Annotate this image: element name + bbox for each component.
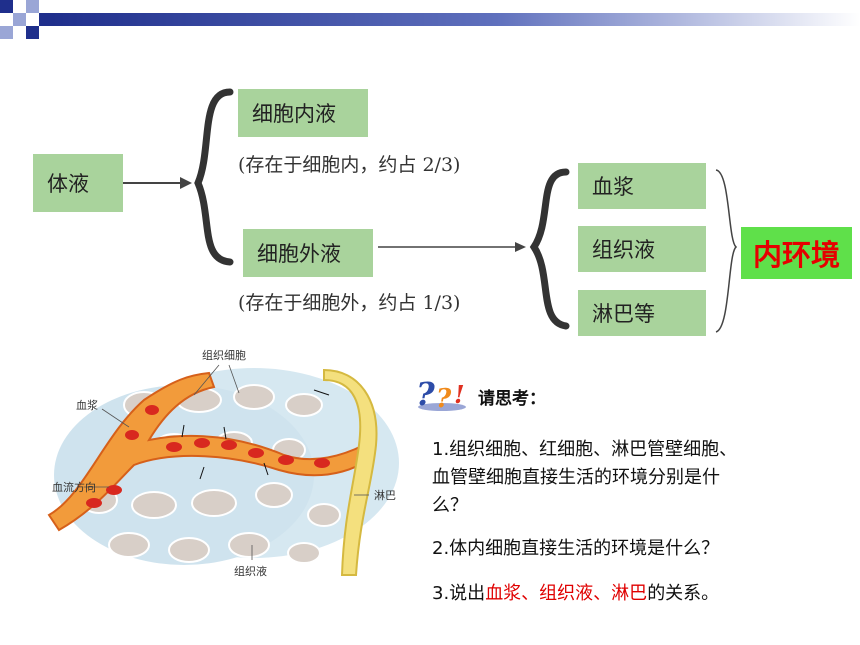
header-bar (0, 0, 860, 39)
intracellular-note: (存在于细胞内，约占 2/3) (238, 154, 461, 176)
plasma-box: 血浆 (578, 163, 706, 209)
tissue-illustration: 组织细胞 血浆 血流方向 淋巴 组织液 (24, 345, 409, 585)
question-3-highlight: 血浆、组织液、淋巴 (485, 583, 648, 604)
label-plasma: 血浆 (76, 398, 98, 412)
question-3-prefix: 3.说出 (432, 583, 486, 604)
svg-text:?: ? (416, 375, 435, 413)
fluid-diagram-lines (122, 88, 738, 333)
tissue-fluid-box: 组织液 (578, 226, 706, 272)
extracellular-fluid-box: 细胞外液 (243, 229, 373, 277)
question-icon: ? ? ! (416, 375, 466, 413)
body-fluid-box: 体液 (33, 154, 123, 212)
label-tissue-fluid: 组织液 (234, 564, 267, 578)
think-title: 请思考： (478, 389, 546, 409)
svg-text:!: ! (454, 380, 465, 409)
question-3: 3.说出血浆、组织液、淋巴的关系。 (432, 581, 719, 607)
label-tissue-cell: 组织细胞 (202, 348, 246, 362)
svg-text:?: ? (436, 384, 452, 413)
lymph-box: 淋巴等 (578, 290, 706, 336)
question-3-suffix: 的关系。 (647, 583, 720, 604)
inner-environment-label: 内环境 (741, 227, 852, 279)
question-1-line-2: 血管壁细胞直接生活的环境分别是什 (432, 467, 720, 488)
extracellular-note: (存在于细胞外，约占 1/3) (238, 292, 461, 314)
question-1-line-1: 1.组织细胞、红细胞、淋巴管壁细胞、 (432, 439, 738, 460)
intracellular-fluid-box: 细胞内液 (238, 89, 368, 137)
question-2: 2.体内细胞直接生活的环境是什么？ (432, 538, 720, 559)
label-lymph: 淋巴 (374, 489, 396, 502)
question-1-line-3: 么？ (432, 495, 468, 516)
label-flow-direction: 血流方向 (52, 480, 96, 494)
